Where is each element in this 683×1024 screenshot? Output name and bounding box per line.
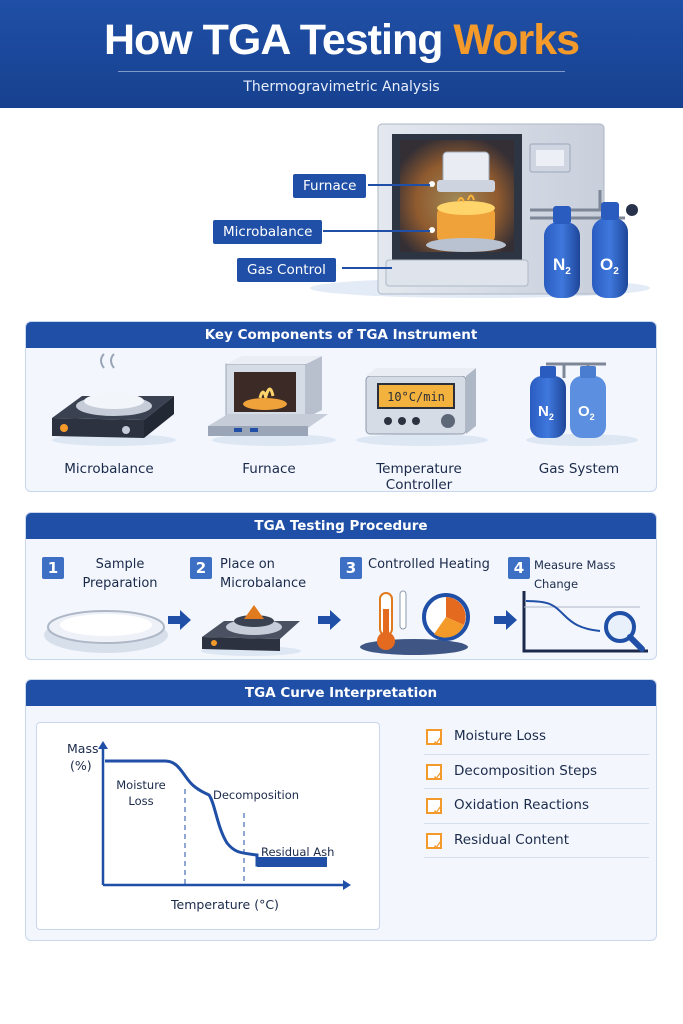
step-line: Preparation [82,576,158,591]
step-line: Sample [95,557,145,572]
step-number: 2 [190,557,212,579]
furnace-icon [208,356,336,446]
callout-gas-control: Gas Control [237,258,336,282]
controller-display: 10°C/min [387,390,445,404]
o2-label: O2 [578,403,595,422]
title-accent: Works [453,16,580,64]
step-number: 4 [508,557,530,579]
o2-label: O2 [600,255,619,277]
page-subtitle: Thermogravimetric Analysis [243,79,440,95]
tga-instrument-icon: N2 O2 [310,123,650,298]
y-axis-unit: (%) [70,758,92,773]
checklist-item: ✓ Moisture Loss [424,720,649,755]
checklist-label: Decomposition Steps [454,762,598,779]
n2-label: N2 [538,403,554,422]
balance-with-sample-icon [201,605,301,656]
y-axis-label: Mass [67,741,98,756]
temperature-controller-icon: 10°C/min [356,368,488,446]
checkbox-icon: ✓ [426,763,445,785]
component-microbalance: Microbalance [34,348,184,491]
component-label: Microbalance [64,461,154,477]
checklist-item: ✓ Decomposition Steps [424,755,649,789]
checkbox-icon: ✓ [426,798,445,819]
annotation-residual-ash: Residual Ash [261,845,334,859]
procedure-title: TGA Testing Procedure [26,513,656,539]
x-axis-label: Temperature (°C) [170,897,279,912]
component-temperature-controller: 10°C/min Temperature Controller [344,348,494,492]
checklist-label: Moisture Loss [454,728,547,744]
annotation-moisture: Moisture [116,778,166,792]
procedure-panel: TGA Testing Procedure 1 Sample Preparati… [25,512,657,660]
component-label: Gas System [538,461,620,477]
component-label: Furnace [242,461,296,477]
petri-dish-icon [44,610,168,653]
tga-instrument-illustration: N2 O2 Furnace Microbalance Gas Control [0,110,683,310]
gas-cylinders-icon: N2 O2 [526,362,638,446]
checklist-item: ✓ Residual Content [424,824,649,858]
title-main: How TGA Testing [103,16,454,64]
arrow-right-icon [318,610,341,630]
curve-panel: TGA Curve Interpretation Mass (%) Moistu… [25,679,657,941]
arrow-right-icon [494,610,517,630]
callout-furnace: Furnace [293,174,367,198]
step-3-label: Controlled Heating [368,557,490,572]
step-1-label: Sample Preparation [70,555,170,593]
component-label: Temperature Controller [376,461,462,492]
step-number: 3 [340,557,362,579]
title-divider [118,71,565,72]
checklist-item: ✓ Oxidation Reactions [424,789,649,824]
heating-thermometer-icon [360,590,470,655]
n2-label: N2 [553,255,571,277]
key-components-title: Key Components of TGA Instrument [26,322,656,348]
callout-line-furnace [368,184,430,186]
component-gas-system: N2 O2 Gas System [504,348,654,491]
page-title: How TGA Testing Works [0,16,683,65]
tga-curve-chart: Mass (%) Moisture Loss Decomposition Res… [36,722,380,930]
callout-line-gas-control [342,267,392,269]
step-number: 1 [42,557,64,579]
step-2-label: Place on Microbalance [220,555,320,593]
callout-line-microbalance [323,230,430,232]
annotation-moisture-loss: Loss [128,794,153,808]
step-line: Place on [220,557,275,572]
header-banner: How TGA Testing Works Thermogravimetric … [0,0,683,108]
step-line: Microbalance [220,576,307,591]
curve-title: TGA Curve Interpretation [26,680,656,706]
callout-microbalance: Microbalance [213,220,323,244]
checklist-label: Oxidation Reactions [454,797,590,813]
checkbox-icon: ✓ [426,729,445,750]
arrow-right-icon [168,610,191,630]
tga-curve-svg: Mass (%) Moisture Loss Decomposition Res… [67,741,351,912]
mass-change-chart-icon [522,591,648,653]
microbalance-icon [52,353,176,446]
checklist-label: Residual Content [454,831,569,848]
checkbox-icon: ✓ [426,832,445,854]
step-4-label: Measure Mass Change [534,558,616,591]
key-components-panel: Key Components of TGA Instrument Microba… [25,321,657,492]
component-furnace: Furnace [194,348,344,491]
annotation-decomposition: Decomposition [213,788,299,802]
interpretation-checklist: ✓ Moisture Loss ✓ Decomposition Steps ✓ … [424,720,649,858]
tga-curve-line [105,759,327,867]
